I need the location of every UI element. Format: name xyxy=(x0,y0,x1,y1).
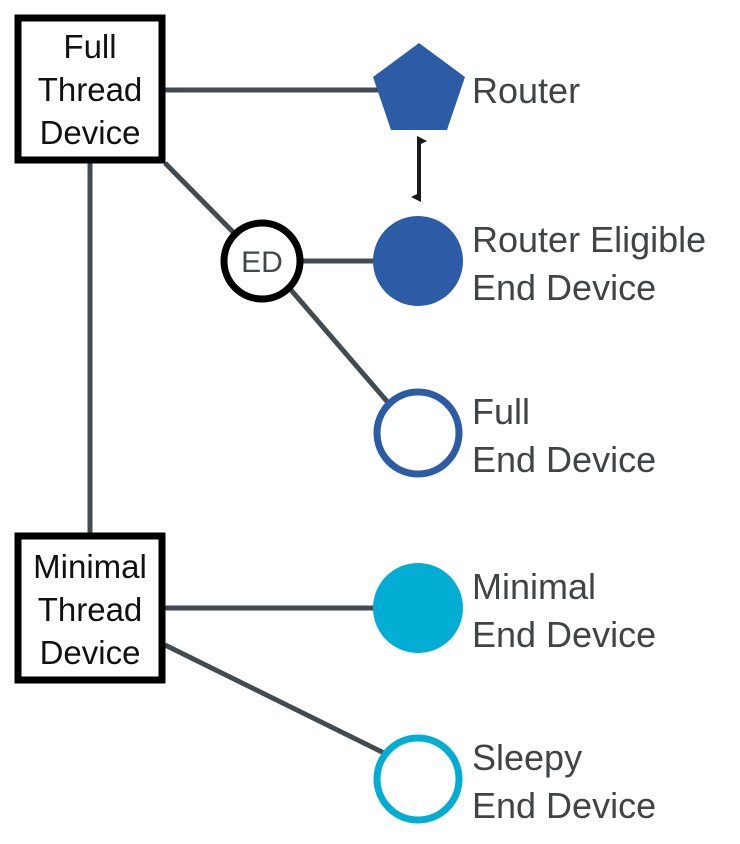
minimal-thread-device-label-line3: Device xyxy=(40,634,141,671)
node-router[interactable]: Router xyxy=(373,43,580,130)
connector-group xyxy=(87,87,393,756)
full-thread-device-label-line2: Thread xyxy=(38,71,143,108)
router-eligible-end-device-label-line2: End Device xyxy=(472,267,656,308)
full-end-device-label-line2: End Device xyxy=(472,439,656,480)
minimal-end-device-label-line1: Minimal xyxy=(472,566,596,607)
full-thread-device-label-line1: Full xyxy=(63,28,116,65)
node-ed[interactable]: ED xyxy=(220,219,304,303)
box-minimal-thread-device[interactable]: Minimal Thread Device xyxy=(14,532,166,684)
box-full-thread-device[interactable]: Full Thread Device xyxy=(14,14,166,164)
router-label: Router xyxy=(472,70,580,111)
node-full-end-device[interactable]: Full End Device xyxy=(373,388,656,480)
sleepy-end-device-label-line1: Sleepy xyxy=(472,737,582,778)
full-end-device-label-line1: Full xyxy=(472,391,530,432)
ed-label: ED xyxy=(241,246,283,279)
outline-circle-icon[interactable] xyxy=(373,734,463,824)
connector-ed-to-full-end-device xyxy=(289,288,393,408)
node-minimal-end-device[interactable]: Minimal End Device xyxy=(373,563,656,655)
minimal-thread-device-label-line1: Minimal xyxy=(33,548,147,585)
node-router-eligible-end-device[interactable]: Router Eligible End Device xyxy=(373,216,706,308)
ed-circle-icon[interactable] xyxy=(220,219,304,303)
outline-circle-icon[interactable] xyxy=(373,388,463,478)
box-outline[interactable] xyxy=(14,532,166,684)
router-eligible-end-device-label-line1: Router Eligible xyxy=(472,219,706,260)
connector-ftd-to-ed xyxy=(163,161,235,234)
minimal-thread-device-label-line2: Thread xyxy=(38,591,143,628)
box-outline[interactable] xyxy=(14,14,166,164)
node-sleepy-end-device[interactable]: Sleepy End Device xyxy=(373,734,656,826)
filled-circle-icon[interactable] xyxy=(373,216,463,306)
pentagon-icon[interactable] xyxy=(373,43,465,130)
minimal-end-device-label-line2: End Device xyxy=(472,614,656,655)
sleepy-end-device-label-line2: End Device xyxy=(472,785,656,826)
full-thread-device-label-line3: Device xyxy=(40,114,141,151)
connector-mtd-to-sleepy-end-device xyxy=(163,642,386,756)
filled-circle-icon[interactable] xyxy=(373,563,463,653)
